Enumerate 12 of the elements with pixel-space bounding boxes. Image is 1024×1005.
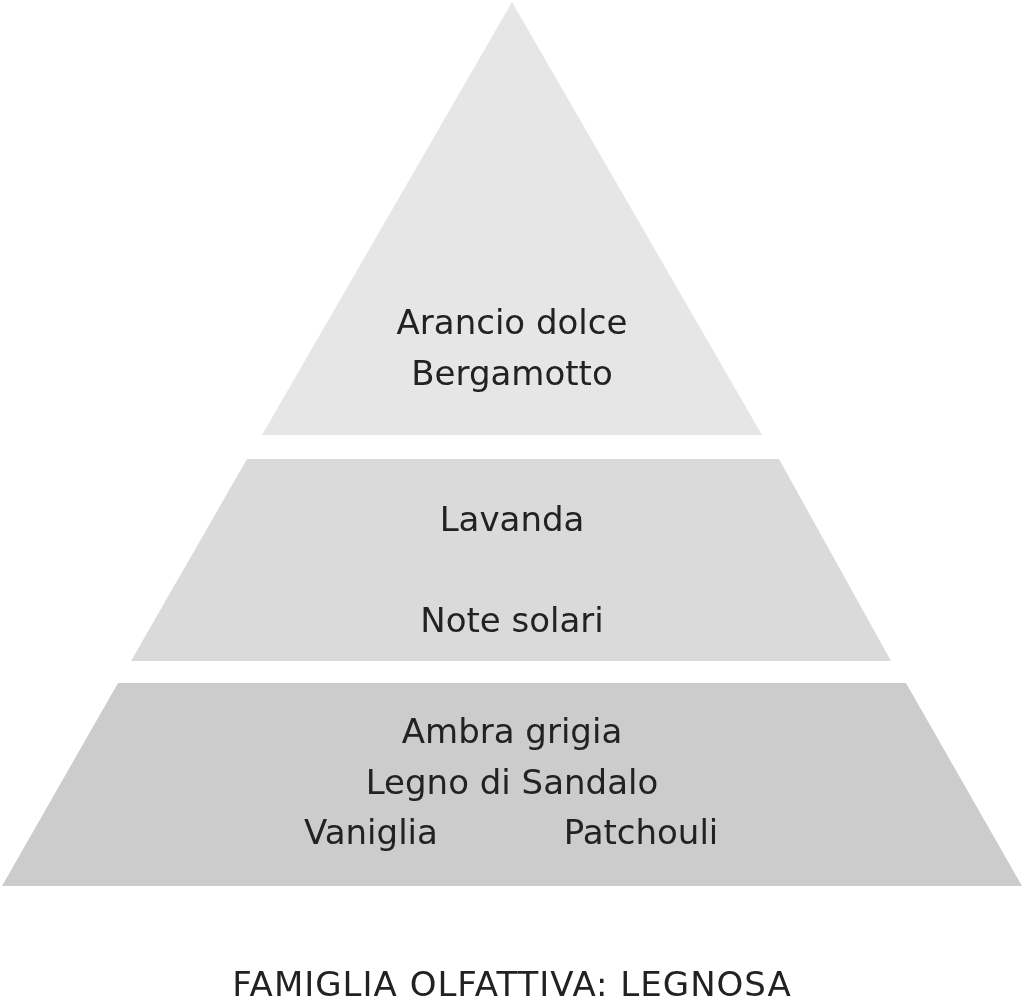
caption: FAMIGLIA OLFATTIVA: LEGNOSA	[232, 964, 792, 1004]
note-label: Legno di Sandalo	[365, 762, 659, 802]
note-label: Arancio dolce	[396, 302, 628, 342]
pyramid-tier	[262, 2, 762, 435]
pyramid-tier	[131, 459, 891, 661]
note-label: Patchouli	[563, 812, 719, 852]
note-label: Note solari	[420, 600, 604, 640]
note-label: Bergamotto	[411, 353, 613, 393]
note-label: Vaniglia	[304, 812, 438, 852]
pyramid-tier	[2, 683, 1022, 886]
note-label: Ambra grigia	[401, 711, 623, 751]
note-label: Lavanda	[439, 499, 585, 539]
